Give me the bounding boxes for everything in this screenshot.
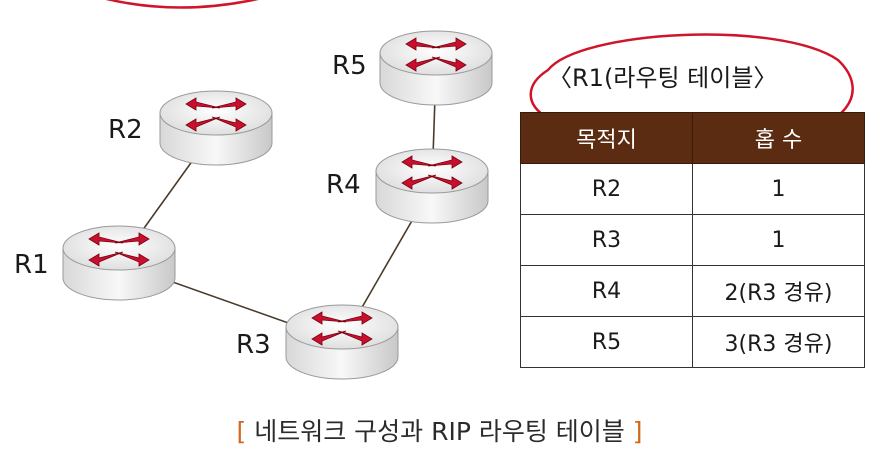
- table-row: R5 3(R3 경유): [520, 316, 865, 368]
- router-r3-icon: [285, 304, 399, 380]
- router-r4-icon: [375, 148, 489, 224]
- router-label-r2: R2: [108, 115, 143, 145]
- router-arrows-icon: [185, 97, 247, 132]
- router-arrows-icon: [401, 155, 463, 190]
- router-label-r3: R3: [236, 330, 271, 360]
- router-arrows-icon: [311, 311, 373, 346]
- routing-table: 목적지 홉 수 R2 1 R3 1 R4 2(R3 경유) R5 3(R3 경유…: [520, 112, 865, 368]
- router-arrows-icon: [88, 232, 150, 267]
- cell-destination: R3: [520, 214, 693, 266]
- table-header-row: 목적지 홉 수: [520, 112, 865, 164]
- cell-destination: R5: [520, 316, 693, 368]
- table-row: R3 1: [520, 214, 865, 266]
- router-arrows-icon: [405, 37, 467, 72]
- router-label-r1: R1: [14, 250, 49, 280]
- annotation-arc-top: [105, 0, 259, 9]
- caption-close-bracket: ]: [632, 417, 643, 446]
- router-label-r5: R5: [332, 51, 367, 81]
- header-destination: 목적지: [520, 112, 693, 164]
- figure-caption: [ 네트워크 구성과 RIP 라우팅 테이블 ]: [0, 412, 879, 448]
- header-hop-count: 홉 수: [692, 112, 865, 164]
- cell-hops: 1: [692, 163, 865, 215]
- router-r5-icon: [379, 30, 493, 106]
- table-row: R4 2(R3 경유): [520, 265, 865, 317]
- cell-destination: R2: [520, 163, 693, 215]
- caption-open-bracket: [: [236, 417, 247, 446]
- router-r2-icon: [159, 90, 273, 166]
- router-r1-icon: [62, 225, 176, 301]
- cell-destination: R4: [520, 265, 693, 317]
- table-row: R2 1: [520, 163, 865, 215]
- routers-layer: [62, 30, 493, 380]
- cell-hops: 3(R3 경유): [692, 316, 865, 368]
- table-title: 〈R1(라우팅 테이블〉: [548, 64, 778, 92]
- router-label-r4: R4: [326, 170, 361, 200]
- cell-hops: 1: [692, 214, 865, 266]
- caption-text: 네트워크 구성과 RIP 라우팅 테이블: [254, 417, 625, 446]
- cell-hops: 2(R3 경유): [692, 265, 865, 317]
